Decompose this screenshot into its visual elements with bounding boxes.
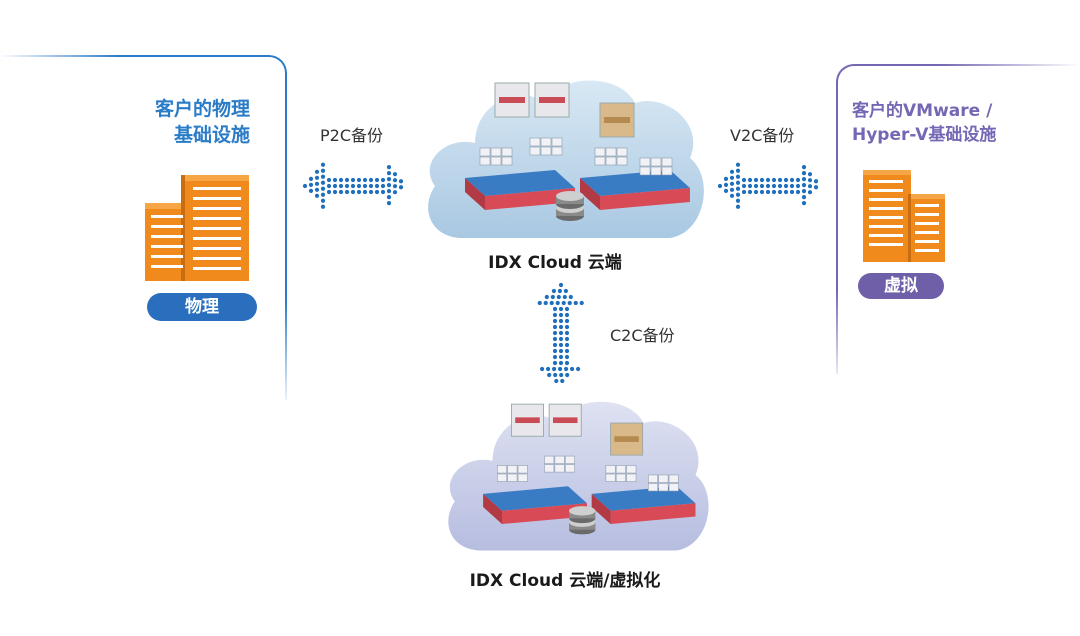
title-line-1: 客户的物理 bbox=[154, 98, 250, 120]
cloud-datacenter-icon bbox=[428, 80, 704, 238]
v2c-double-arrow-icon bbox=[717, 162, 819, 209]
cloud-datacenter-icon bbox=[448, 401, 709, 551]
idx-cloud-caption: IDX Cloud 云端 bbox=[488, 253, 622, 273]
title-line-2: 基础设施 bbox=[173, 124, 250, 146]
virtual-badge: 虚拟 bbox=[858, 273, 944, 299]
c2c-double-arrow-icon bbox=[537, 282, 584, 384]
server-building-icon bbox=[145, 175, 249, 281]
c2c-backup-label: C2C备份 bbox=[610, 326, 675, 345]
p2c-backup-label: P2C备份 bbox=[320, 126, 384, 145]
title-line-1: 客户的VMware / bbox=[852, 101, 993, 121]
title-line-2: Hyper-V基础设施 bbox=[852, 125, 997, 145]
idx-cloud-virtualization-caption: IDX Cloud 云端/虚拟化 bbox=[469, 571, 661, 591]
virtual-infrastructure-title: 客户的VMware / Hyper-V基础设施 bbox=[852, 99, 1062, 147]
physical-badge: 物理 bbox=[147, 293, 257, 321]
v2c-backup-label: V2C备份 bbox=[730, 126, 795, 145]
physical-infrastructure-title: 客户的物理 基础设施 bbox=[110, 96, 250, 148]
server-building-icon bbox=[863, 170, 945, 262]
p2c-double-arrow-icon bbox=[302, 162, 404, 209]
